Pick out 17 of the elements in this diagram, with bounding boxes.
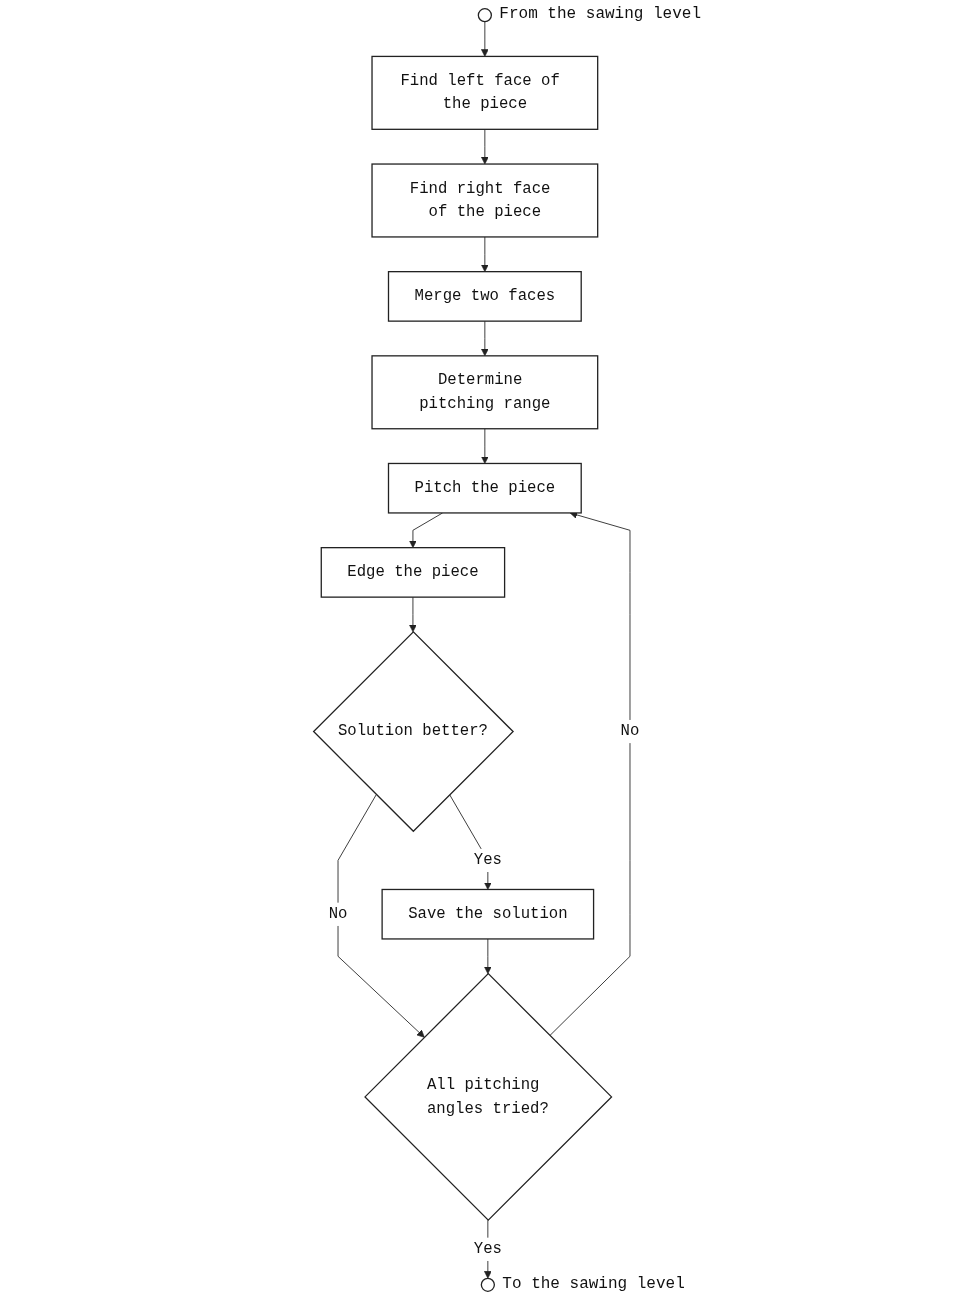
node-circle [480,1277,495,1292]
node-box: Pitch the piece [387,462,582,514]
node-box: Find right face of the piece [371,163,599,238]
node-box: Save the solution [381,888,595,940]
node-diamond: Solution better? [312,630,515,833]
edge-label: Yes [473,851,502,869]
node-box: Merge two faces [387,271,582,322]
node-circle [477,8,492,23]
node-caption: To the sawing level [502,1274,685,1293]
edge-label: No [620,722,640,740]
node-diamond: All pitching angles tried? [364,972,613,1222]
node-box: Determine pitching range [371,355,599,430]
node-caption: From the sawing level [499,5,701,24]
node-box: Edge the piece [320,547,506,598]
node-box: Find left face of the piece [371,55,599,130]
edge-label: No [328,905,348,923]
edge-label: Yes [473,1240,502,1258]
